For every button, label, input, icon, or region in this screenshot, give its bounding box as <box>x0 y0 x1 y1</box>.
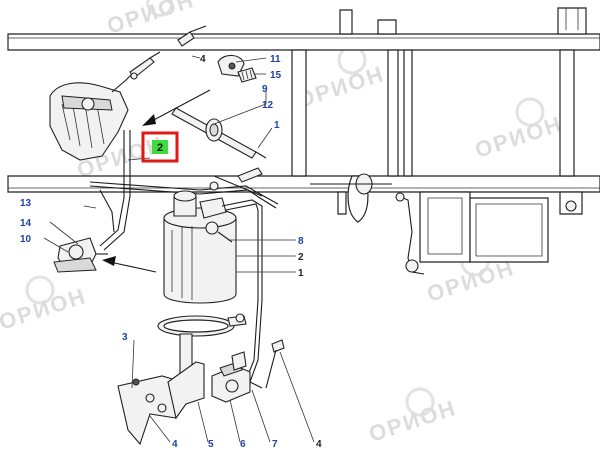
watermark-text: ОРИОН <box>104 0 198 39</box>
watermark-logo-icon <box>146 0 174 17</box>
bolt <box>265 339 285 389</box>
charcoal-canister <box>163 190 263 383</box>
highlight-label: 2 <box>157 142 163 154</box>
callout-1-top[interactable]: 1 <box>274 120 280 131</box>
watermark-text: ОРИОН <box>424 255 518 307</box>
watermark-logo-icon <box>25 275 55 305</box>
engine-intake-assembly <box>49 25 207 251</box>
watermark-text: ОРИОН <box>0 283 90 335</box>
callout-4-bottom[interactable]: 4 <box>316 439 322 450</box>
part-clamp-11 <box>217 54 257 83</box>
valve-assembly-left <box>53 237 108 273</box>
leader-lines <box>43 55 315 443</box>
watermark-logo-icon <box>515 97 545 127</box>
callout-3[interactable]: 3 <box>122 332 128 343</box>
watermark-text: ОРИОН <box>366 395 460 447</box>
watermark-logo-icon <box>405 387 435 417</box>
direction-arrows <box>102 89 211 273</box>
callout-2[interactable]: 2 <box>298 252 304 263</box>
highlighted-callout-2[interactable]: 2 <box>141 131 179 163</box>
callout-5[interactable]: 5 <box>208 439 214 450</box>
callout-4-top[interactable]: 4 <box>200 54 206 65</box>
callout-1[interactable]: 1 <box>298 268 304 279</box>
callout-14[interactable]: 14 <box>20 218 32 229</box>
part-tube-12 <box>171 107 267 159</box>
callout-13[interactable]: 13 <box>20 198 32 209</box>
callout-11[interactable]: 11 <box>270 54 281 65</box>
chassis-frame <box>7 7 600 275</box>
purge-line <box>89 167 279 209</box>
callout-9[interactable]: 9 <box>262 84 268 95</box>
callout-7[interactable]: 7 <box>272 439 278 450</box>
mounting-bracket <box>117 313 247 446</box>
callout-labels: 11 15 9 12 1 4 8 2 1 13 14 10 3 4 5 6 7 … <box>20 54 322 450</box>
callout-12[interactable]: 12 <box>262 100 274 111</box>
callout-10[interactable]: 10 <box>20 234 32 245</box>
callout-15[interactable]: 15 <box>270 70 282 81</box>
callout-4[interactable]: 4 <box>172 439 178 450</box>
purge-valve <box>211 351 263 403</box>
callout-6[interactable]: 6 <box>240 439 246 450</box>
callout-8[interactable]: 8 <box>298 236 304 247</box>
